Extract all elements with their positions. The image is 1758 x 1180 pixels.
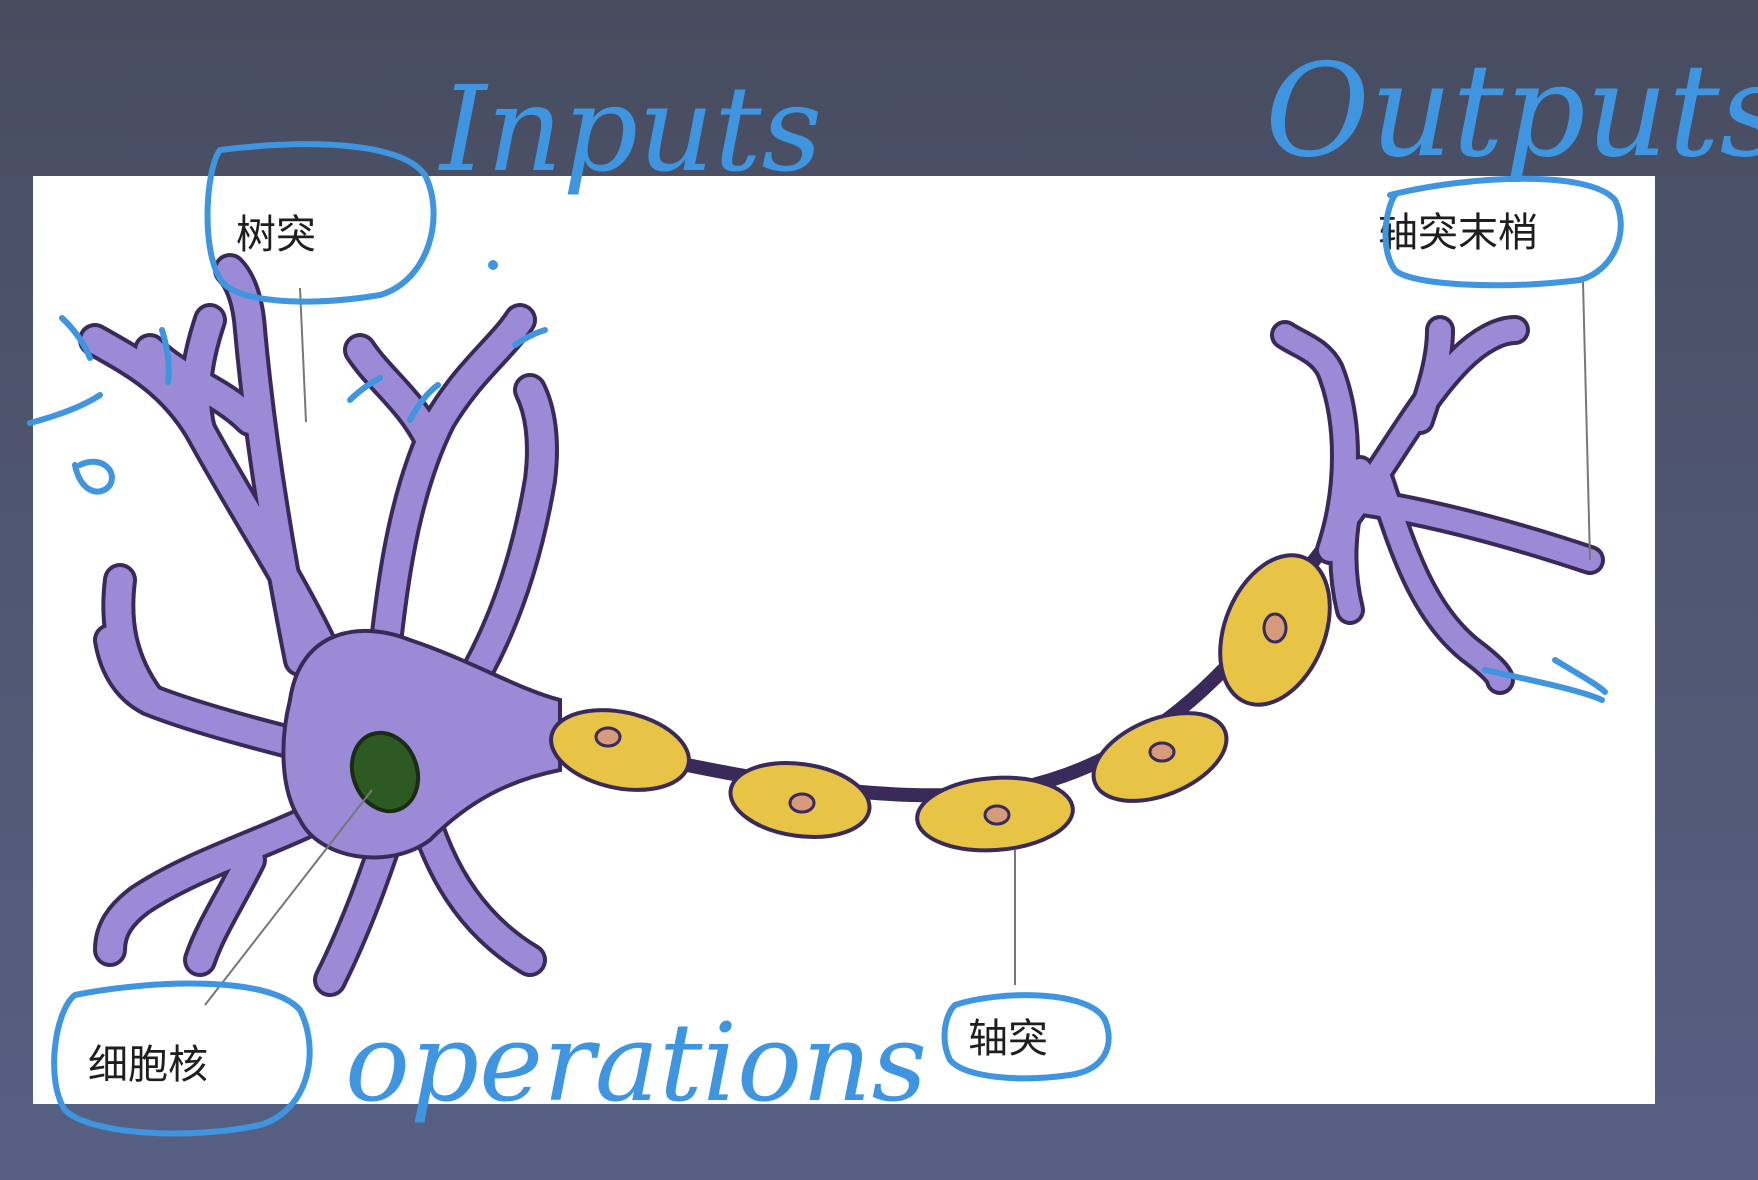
schwann-nuclei (594, 612, 1288, 826)
ink-output-mark (1482, 667, 1605, 703)
myelin-segment (549, 708, 691, 792)
ink-operations-word: operations (345, 1001, 927, 1126)
ink-circle-nucleus (51, 980, 313, 1137)
label-nucleus: 细胞核 (88, 1042, 208, 1088)
ink-inputs-word: Inputs (438, 60, 822, 198)
label-axon-terminal: 轴突末梢 (1378, 210, 1538, 256)
ink-input-mark (27, 392, 103, 426)
ink-input-mark (59, 315, 93, 361)
ink-circle-axon-terminal (1382, 175, 1624, 289)
structure-labels: 树突 轴突末梢 细胞核 轴突 (88, 210, 1538, 1088)
handwritten-annotations: Inputs Outputs operations (27, 37, 1758, 1137)
ink-output-mark (1552, 657, 1608, 695)
slide-panel (33, 176, 1655, 1104)
ink-circle-dendrite (204, 141, 437, 305)
cell-body (281, 628, 562, 860)
ink-input-mark (72, 458, 115, 495)
ink-circle-axon (941, 992, 1112, 1082)
nucleus-leader (204, 789, 373, 1006)
ink-input-mark (407, 382, 441, 423)
label-dendrite: 树突 (236, 212, 316, 258)
dendrite-leader (299, 287, 307, 423)
axon-terminal-leader (1582, 281, 1591, 561)
label-axon: 轴突 (968, 1016, 1048, 1062)
nucleus-shape (349, 730, 421, 814)
neuron-illustration (78, 253, 1605, 997)
ink-input-mark (512, 327, 548, 348)
ink-outputs-word: Outputs (1265, 37, 1758, 186)
ink-input-mark (159, 327, 172, 385)
ink-input-mark (347, 375, 383, 403)
ink-dot (488, 260, 498, 270)
leader-lines (204, 281, 1591, 1006)
